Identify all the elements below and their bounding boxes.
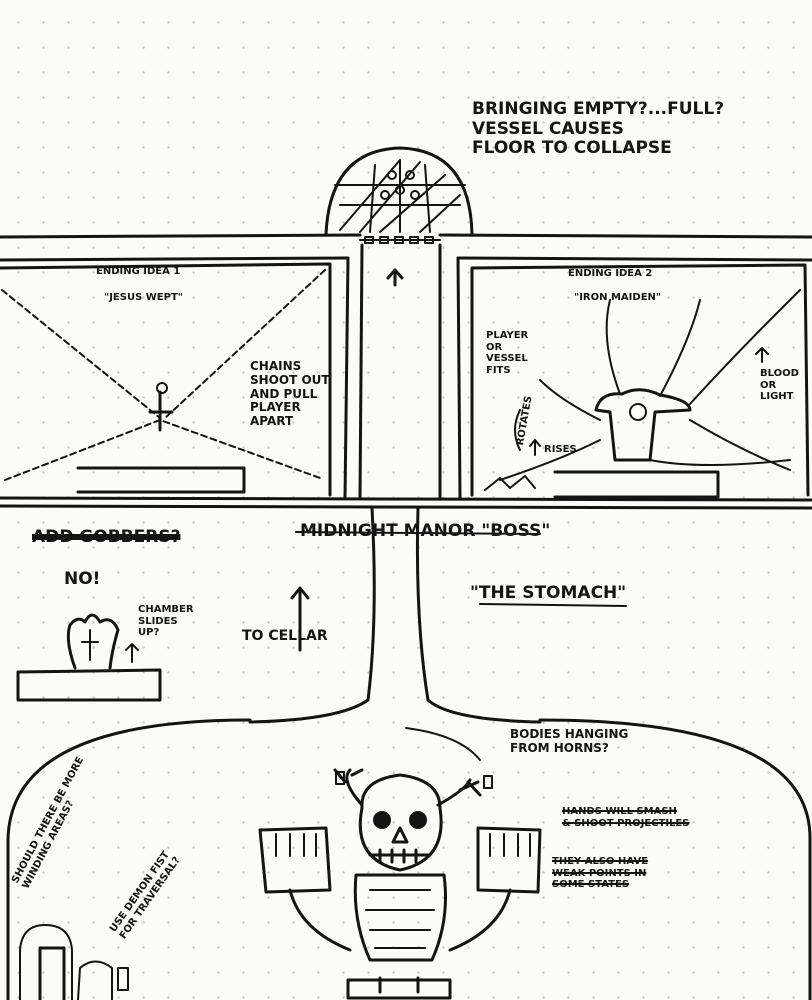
ending1-subtitle: "Jesus wept" — [104, 292, 183, 303]
ending2-player-fits: Player or vessel fits — [486, 330, 529, 376]
ending2-title: Ending idea 2 — [568, 268, 653, 279]
hands-projectiles-struck: Hands will smash & shoot projectiles — [562, 806, 690, 829]
ending2-blood-light: Blood or light — [760, 368, 799, 402]
to-cellar-label: To cellar — [242, 628, 328, 644]
chamber-sketch — [16, 613, 162, 702]
bodies-hanging-note: Bodies hanging from horns? — [510, 727, 629, 755]
note-vessel-collapse: Bringing empty?...full? Vessel causes Fl… — [472, 99, 725, 159]
ending2-room — [470, 263, 810, 499]
ending1-room — [0, 262, 332, 497]
scribbled-out-note: Add gobbers? — [32, 527, 181, 547]
weak-points-struck: They also have weak points in some state… — [552, 856, 649, 890]
ending1-chains-note: Chains shoot out and pull player apart — [250, 359, 330, 429]
midnight-manor-title: Midnight Manor "Boss" — [300, 521, 551, 541]
dome — [324, 146, 474, 244]
chamber-slides-note: Chamber slides up? — [138, 604, 194, 638]
ending2-subtitle: "Iron maiden" — [574, 292, 662, 303]
boss-demon — [258, 727, 542, 1000]
the-stomach-label: "The stomach" — [470, 583, 627, 603]
upper-level-walls — [0, 233, 812, 510]
no-note: No! — [64, 569, 101, 589]
central-stem — [248, 506, 627, 724]
stomach-chamber — [6, 718, 812, 1000]
ending1-title: Ending idea 1 — [96, 266, 181, 277]
ending2-rises: Rises — [544, 444, 577, 455]
